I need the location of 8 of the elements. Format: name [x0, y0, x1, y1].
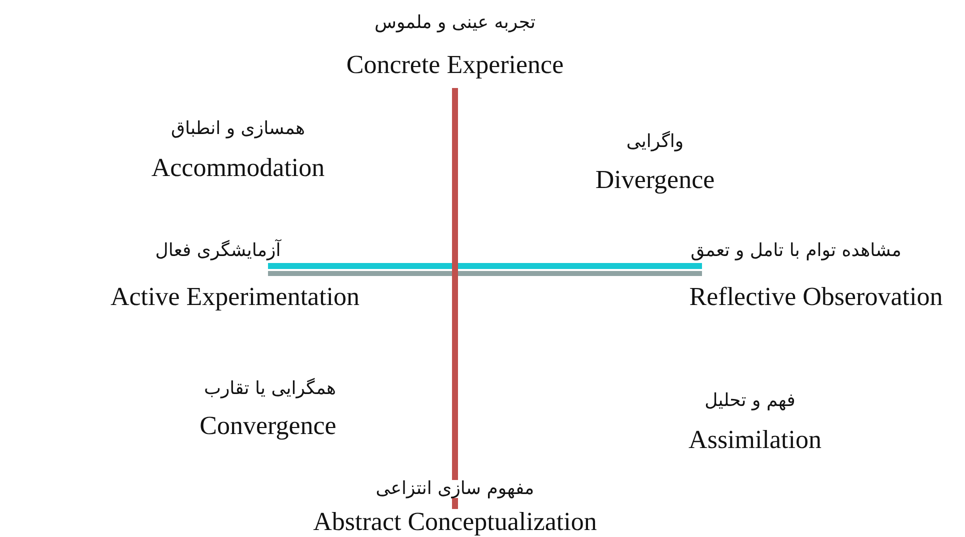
axis-label: مشاهده توام با تامل و تعمق	[690, 242, 902, 260]
axis-label: Abstract Conceptualization	[313, 509, 597, 535]
quadrant-label: واگرایی	[626, 133, 684, 151]
quadrant-label: همسازی و انطباق	[171, 120, 305, 138]
axis-label: تجربه عینی و ملموس	[374, 14, 536, 32]
axis-label: مفهوم سازی انتزاعی	[376, 480, 534, 498]
quadrant-label: همگرایی یا تقارب	[204, 380, 336, 398]
quadrant-label: فهم و تحلیل	[704, 392, 796, 410]
